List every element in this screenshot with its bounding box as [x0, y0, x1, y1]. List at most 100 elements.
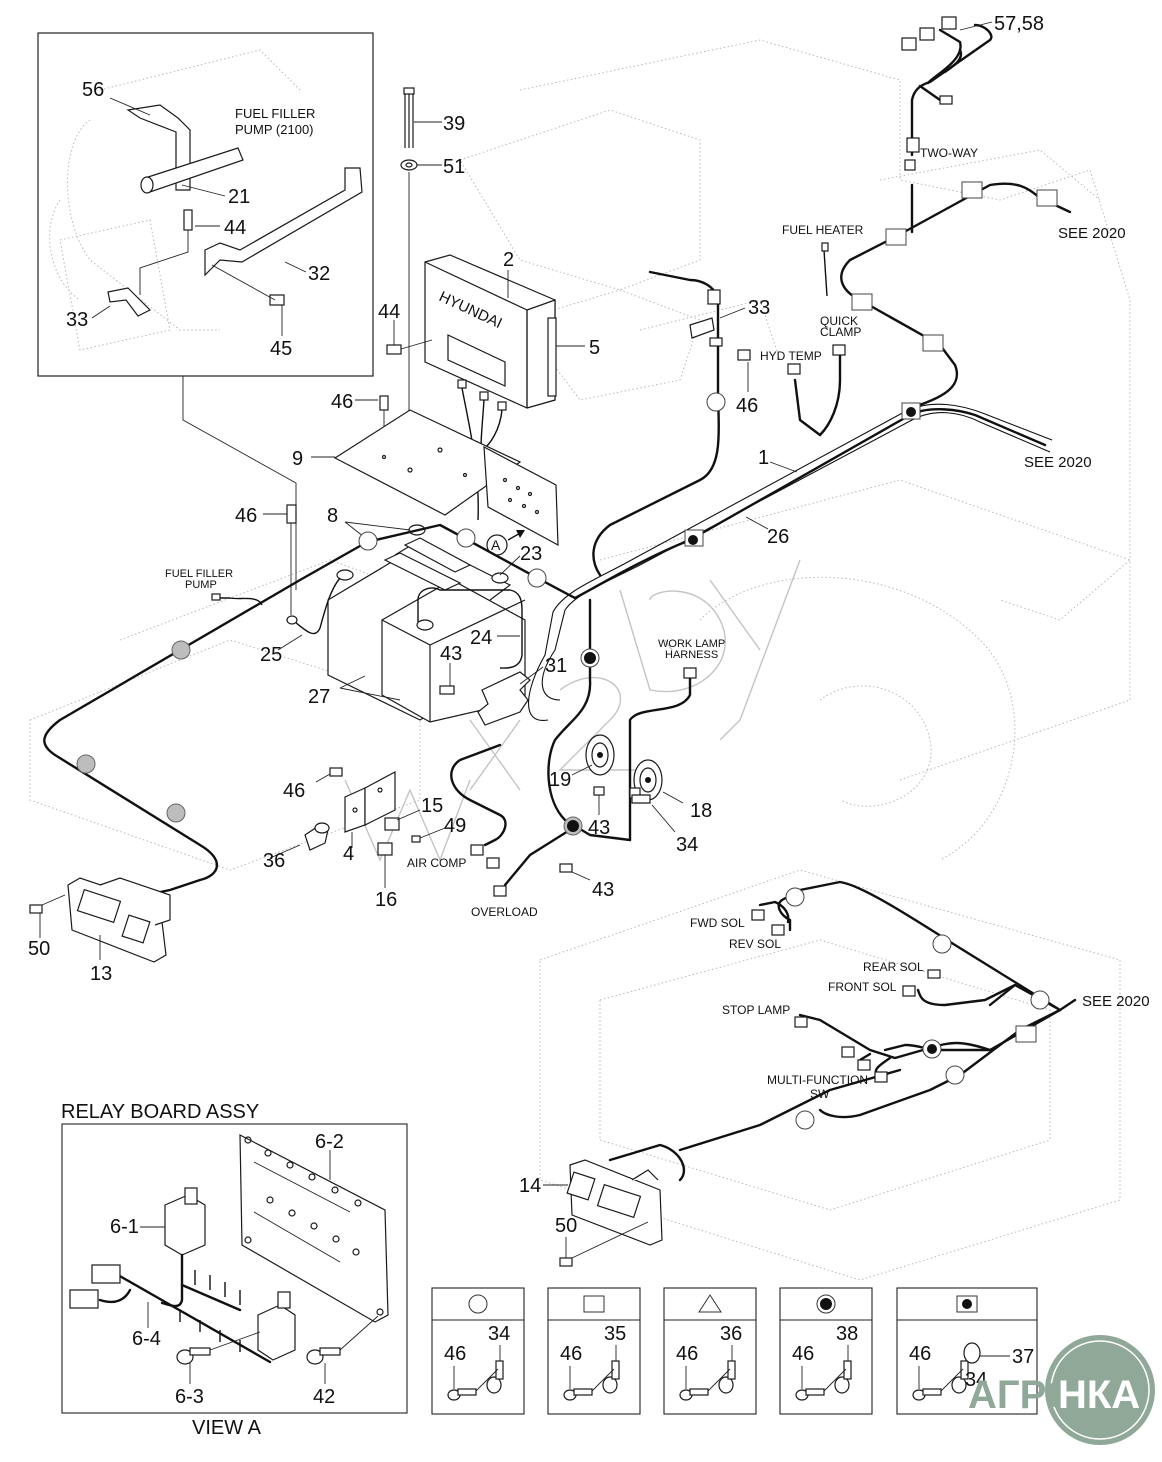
machine-frame-ghost [29, 39, 1131, 1281]
clip-leader [707, 1368, 731, 1392]
harness-callouts: 1 26 57,58 [745, 13, 1044, 548]
legend-clip-number: 37 [1012, 1346, 1034, 1368]
label-multi-function-2: SW [810, 1087, 830, 1101]
harness-clips [76, 181, 1058, 836]
callout-23: 23 [520, 543, 542, 565]
bolt-shank [457, 1388, 477, 1396]
inset-caption-line1: FUEL FILLER [235, 106, 315, 121]
batteries-27: 24 25 8 27 43 31 23 [260, 505, 567, 726]
legend-bolt-number: 46 [560, 1343, 582, 1365]
legend-bolt-number: 46 [676, 1343, 698, 1365]
callout-19: 19 [549, 769, 571, 791]
callout-4: 4 [343, 843, 354, 865]
lower-harness-clips [751, 887, 1050, 1130]
square-symbol-icon [583, 1295, 605, 1313]
bolt-46-battery: 46 [235, 504, 297, 615]
callout-57-58: 57,58 [994, 13, 1044, 35]
filled-circle-symbol-icon [816, 1294, 836, 1314]
callout-33-main: 33 [748, 297, 770, 319]
legend-clip2-number: 34 [965, 1369, 987, 1391]
horns: 19 18 34 43 43 [549, 734, 712, 901]
watermark-diagonal [344, 559, 801, 862]
callout-49: 49 [444, 815, 466, 837]
callout-1: 1 [758, 447, 769, 469]
relay-board-inset: RELAY BOARD ASSY 6-1 6-4 [61, 1101, 408, 1439]
label-multi-function-1: MULTI-FUNCTION [767, 1073, 868, 1087]
clip-icon [951, 1376, 967, 1394]
controller-unit: HYUNDAI 2 5 [424, 249, 600, 521]
view-a-marker: A [491, 537, 501, 553]
callout-46-c: 46 [736, 395, 758, 417]
filled-square-symbol-icon [956, 1295, 978, 1313]
callout-33: 33 [66, 309, 88, 331]
triangle-symbol-icon [698, 1294, 722, 1313]
callout-6-2: 6-2 [315, 1131, 344, 1153]
legend-bolt-number: 46 [444, 1343, 466, 1365]
bolt-shank [573, 1388, 593, 1396]
connectors [211, 16, 957, 897]
callout-13: 13 [90, 963, 112, 985]
callout-44: 44 [224, 217, 246, 239]
callout-50-a: 50 [28, 938, 50, 960]
legend-bolt-number: 46 [792, 1343, 814, 1365]
callout-44-main: 44 [378, 301, 400, 323]
legend-clip-number: 35 [604, 1323, 626, 1345]
bolt-shank [689, 1388, 709, 1396]
circle-symbol-icon [468, 1294, 488, 1314]
legend-box-5: 46 37 34 [896, 1287, 1038, 1415]
clip-leader [475, 1368, 499, 1392]
label-work-lamp-2: HARNESS [665, 649, 718, 661]
callout-16: 16 [375, 889, 397, 911]
label-overload: OVERLOAD [471, 905, 538, 919]
label-stop-lamp: STOP LAMP [722, 1003, 790, 1017]
callout-24: 24 [470, 627, 492, 649]
legend-clip-number: 34 [488, 1323, 510, 1345]
bolt-39-washer-51: 39 51 [400, 87, 465, 470]
legend-clip-number: 36 [720, 1323, 742, 1345]
inset-fuel-filler-pump: 56 FUEL FILLER PUMP (2100) 21 44 32 33 4… [37, 32, 374, 377]
tail-lamp-13: 50 13 [28, 877, 171, 985]
callout-25: 25 [260, 644, 282, 666]
callout-43-b: 43 [588, 817, 610, 839]
clip-icon [718, 1376, 734, 1394]
legend-box-4: 46 38 [779, 1287, 873, 1415]
callout-6-4: 6-4 [132, 1328, 161, 1350]
callout-15: 15 [421, 795, 443, 817]
switch-bracket: 46 36 4 15 49 16 [263, 767, 466, 911]
callout-27: 27 [308, 686, 330, 708]
connector-labels: TWO-WAY FUEL HEATER SEE 2020 QUICK CLAMP… [165, 146, 1150, 1101]
label-fuel-filler-pump-1: FUEL FILLER [165, 568, 233, 580]
callout-46-d: 46 [283, 780, 305, 802]
callout-5: 5 [589, 337, 600, 359]
legend-clip-number: 38 [836, 1323, 858, 1345]
inset-leader [182, 376, 297, 590]
callout-39: 39 [443, 113, 465, 135]
clip-37-icon [963, 1342, 981, 1364]
label-rev-sol: REV SOL [729, 937, 781, 951]
clip-icon [486, 1376, 502, 1394]
callout-43-c: 43 [592, 879, 614, 901]
clip-leader [591, 1368, 615, 1392]
callout-43-a: 43 [440, 643, 462, 665]
relay-board-title: RELAY BOARD ASSY [61, 1101, 259, 1123]
callout-34-main: 34 [676, 834, 698, 856]
callout-8: 8 [327, 505, 338, 527]
label-fwd-sol: FWD SOL [690, 916, 745, 930]
label-front-sol: FRONT SOL [828, 980, 897, 994]
clip-icon [602, 1376, 618, 1394]
bolt-shank [805, 1388, 825, 1396]
callout-42: 42 [313, 1386, 335, 1408]
logo-text-left: АГРО [968, 1373, 1077, 1417]
label-air-comp: AIR COMP [407, 856, 466, 870]
clip-legend: 46 34 46 35 46 36 46 38 46 37 34 [431, 1287, 1038, 1415]
watermark-logo: АГРО НКА [968, 1335, 1155, 1445]
callout-56: 56 [82, 79, 104, 101]
clip-leader [823, 1368, 847, 1392]
legend-bolt-number: 46 [909, 1343, 931, 1365]
label-fuel-heater: FUEL HEATER [782, 223, 864, 237]
callout-46-a: 46 [331, 391, 353, 413]
label-hyd-temp: HYD TEMP [760, 349, 822, 363]
clip-tab [495, 1360, 504, 1380]
screw-44: 44 [378, 301, 433, 355]
callout-46-b: 46 [235, 505, 257, 527]
